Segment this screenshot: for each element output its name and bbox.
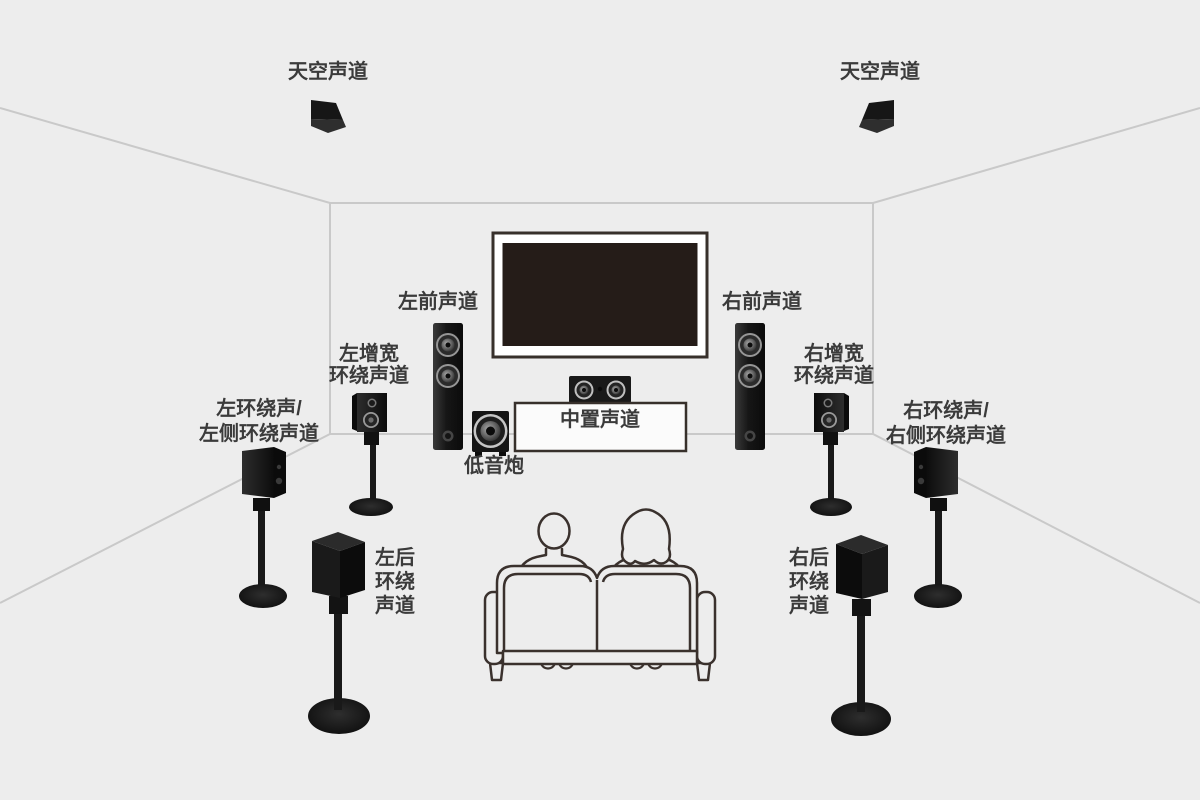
label-subwoofer: 低音炮	[464, 455, 524, 477]
label-wide-surround-left: 左增宽 环绕声道	[329, 343, 409, 387]
sky-speaker-right-icon	[859, 100, 894, 133]
woman-hair-icon	[620, 508, 672, 565]
label-front-right: 右前声道	[722, 291, 802, 313]
sofa-cushion-lines	[502, 572, 692, 651]
label-line: 声道	[789, 595, 829, 617]
label-center-channel: 中置声道	[560, 409, 640, 431]
wide-surround-left-speaker-icon	[349, 393, 393, 516]
label-line: 环绕	[789, 571, 829, 593]
rear-surround-right-speaker-icon	[831, 535, 891, 736]
sofa-icon	[483, 564, 717, 682]
label-line: 左增宽	[339, 343, 399, 365]
label-line: 声道	[375, 595, 415, 617]
label-front-left: 左前声道	[398, 291, 478, 313]
wide-surround-right-speaker-icon	[810, 393, 852, 516]
sofa-leg-right	[695, 661, 712, 682]
label-line: 左环绕声/	[216, 398, 302, 420]
label-line: 环绕	[375, 571, 415, 593]
sofa-base-rail	[501, 649, 699, 666]
label-line: 环绕声道	[329, 365, 409, 387]
label-sky-left: 天空声道	[288, 61, 368, 83]
center-channel-panel	[513, 401, 688, 453]
sofa-leg-left	[488, 661, 505, 682]
sky-speaker-left-icon	[311, 100, 346, 133]
label-wide-surround-right: 右增宽 环绕声道	[794, 343, 874, 387]
label-line: 左侧环绕声道	[199, 423, 319, 445]
side-surround-right-speaker-icon	[914, 447, 962, 608]
label-side-surround-left: 左环绕声/ 左侧环绕声道	[199, 397, 319, 447]
label-rear-surround-right: 右后 环绕 声道	[789, 546, 829, 618]
front-tower-right-speaker-icon	[735, 323, 765, 450]
center-speaker-icon	[569, 376, 631, 403]
label-side-surround-right: 右环绕声/ 右侧环绕声道	[886, 399, 1006, 449]
ceiling-lines	[0, 107, 1200, 204]
listeners	[517, 508, 684, 574]
label-line: 右后	[789, 547, 829, 569]
side-surround-left-speaker-icon	[239, 447, 287, 608]
rear-surround-left-speaker-icon	[308, 532, 370, 734]
sofa-armrest-right	[695, 590, 717, 666]
label-line: 左后	[375, 547, 415, 569]
label-rear-surround-left: 左后 环绕 声道	[375, 546, 415, 618]
subwoofer-icon	[472, 411, 509, 456]
label-line: 右侧环绕声道	[886, 425, 1006, 447]
man-head-icon	[537, 512, 571, 550]
label-line: 右环绕声/	[903, 400, 989, 422]
tv-icon	[491, 231, 709, 359]
label-line: 环绕声道	[794, 365, 874, 387]
front-tower-left-speaker-icon	[433, 323, 463, 450]
label-sky-right: 天空声道	[840, 61, 920, 83]
label-line: 右增宽	[804, 343, 864, 365]
